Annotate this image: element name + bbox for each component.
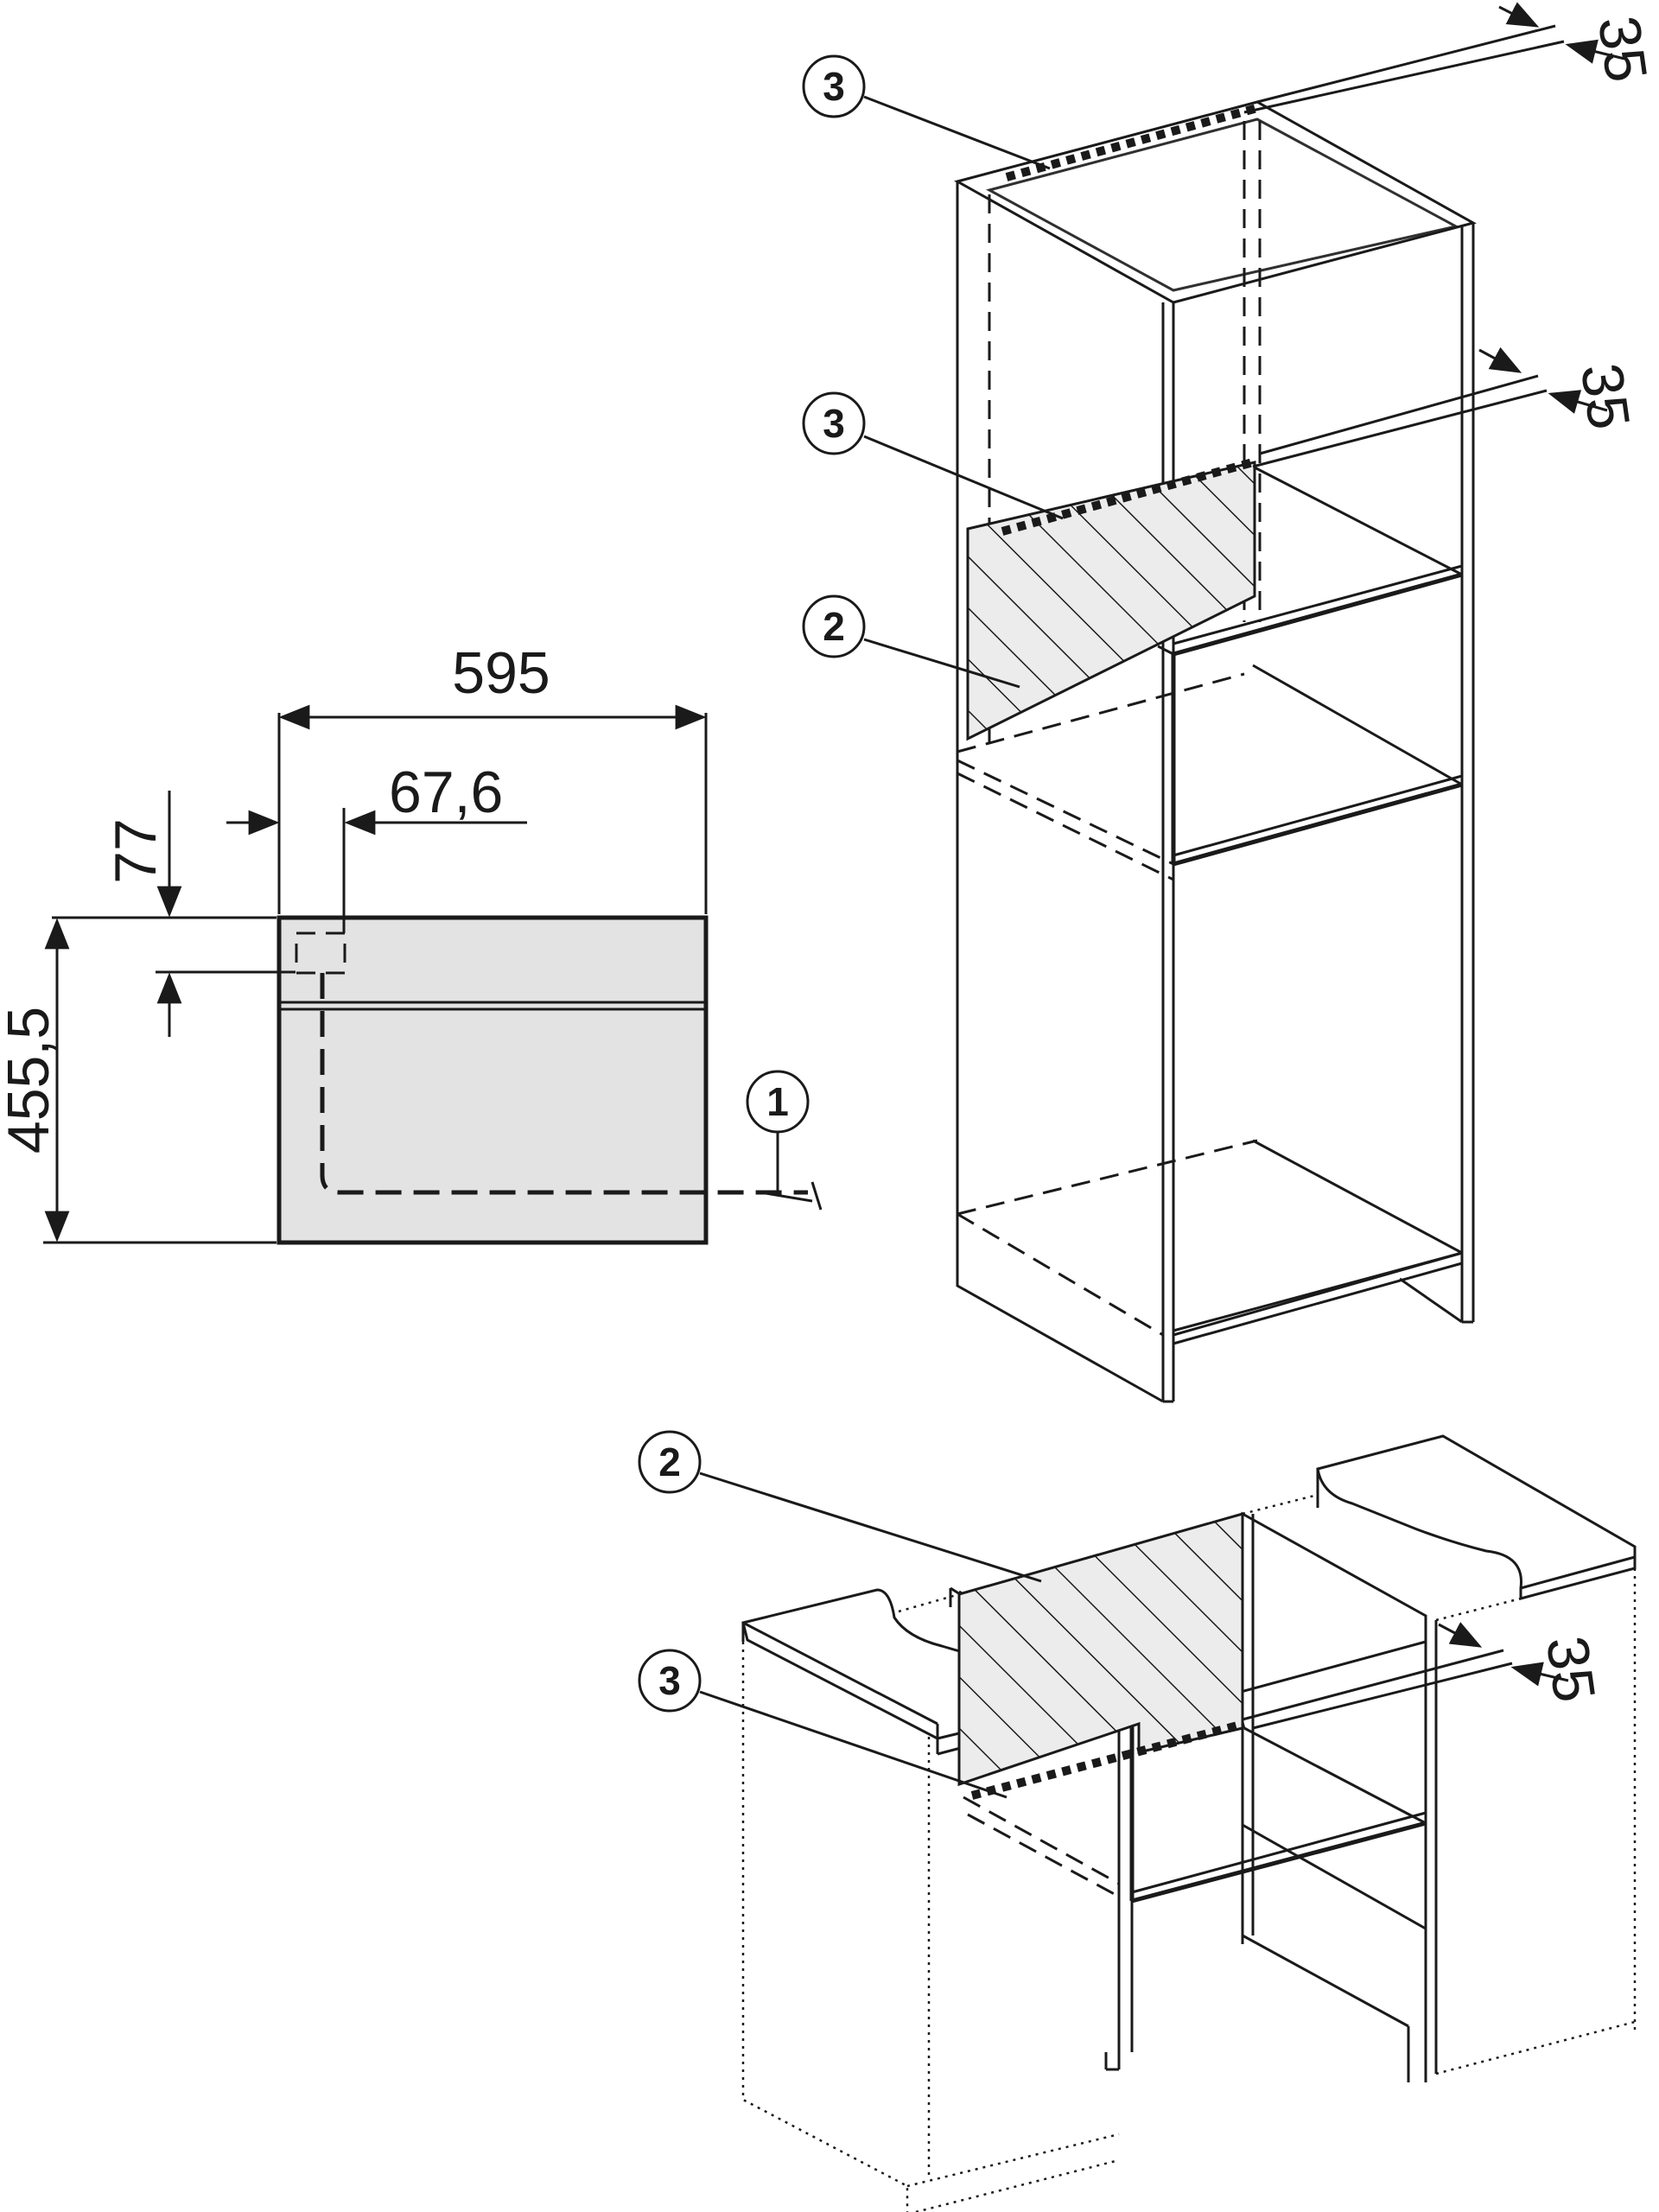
dimension-455-5: 455,5 <box>0 1007 61 1154</box>
appliance-front-view: 595 67,6 77 455,5 1 <box>0 640 823 1245</box>
supply-cable-path <box>320 973 808 1195</box>
undercounter-installation: 35 2 3 <box>638 1430 1637 2212</box>
callout-3-middle-label: 3 <box>823 401 845 446</box>
callout-3-lower-circle <box>638 1649 702 1713</box>
tall-housing-unit: 35 35 3 3 2 <box>802 2 1659 1403</box>
dimension-35-lower: 35 <box>1534 1632 1608 1706</box>
dimension-35-middle: 35 <box>1568 359 1643 433</box>
callout-3-middle-circle <box>802 391 866 455</box>
dimension-77: 77 <box>103 818 168 884</box>
callout-3-lower-label: 3 <box>658 1658 681 1703</box>
appliance-body <box>276 915 709 1245</box>
dimension-35-top: 35 <box>1586 12 1659 86</box>
right-countertop <box>1316 1434 1637 1600</box>
callout-1-circle <box>746 1070 810 1134</box>
dimension-595: 595 <box>452 640 550 706</box>
dimension-67-6: 67,6 <box>389 760 503 825</box>
callout-3-top-label: 3 <box>823 64 845 109</box>
callout-2-upper-circle <box>802 594 866 658</box>
callout-2-lower-label: 2 <box>658 1440 681 1484</box>
connection-box <box>295 931 346 975</box>
callout-1-label: 1 <box>766 1079 789 1124</box>
callout-3-top-circle <box>802 54 866 118</box>
callout-2-lower-circle <box>638 1430 702 1494</box>
callout-2-upper-label: 2 <box>823 604 845 649</box>
